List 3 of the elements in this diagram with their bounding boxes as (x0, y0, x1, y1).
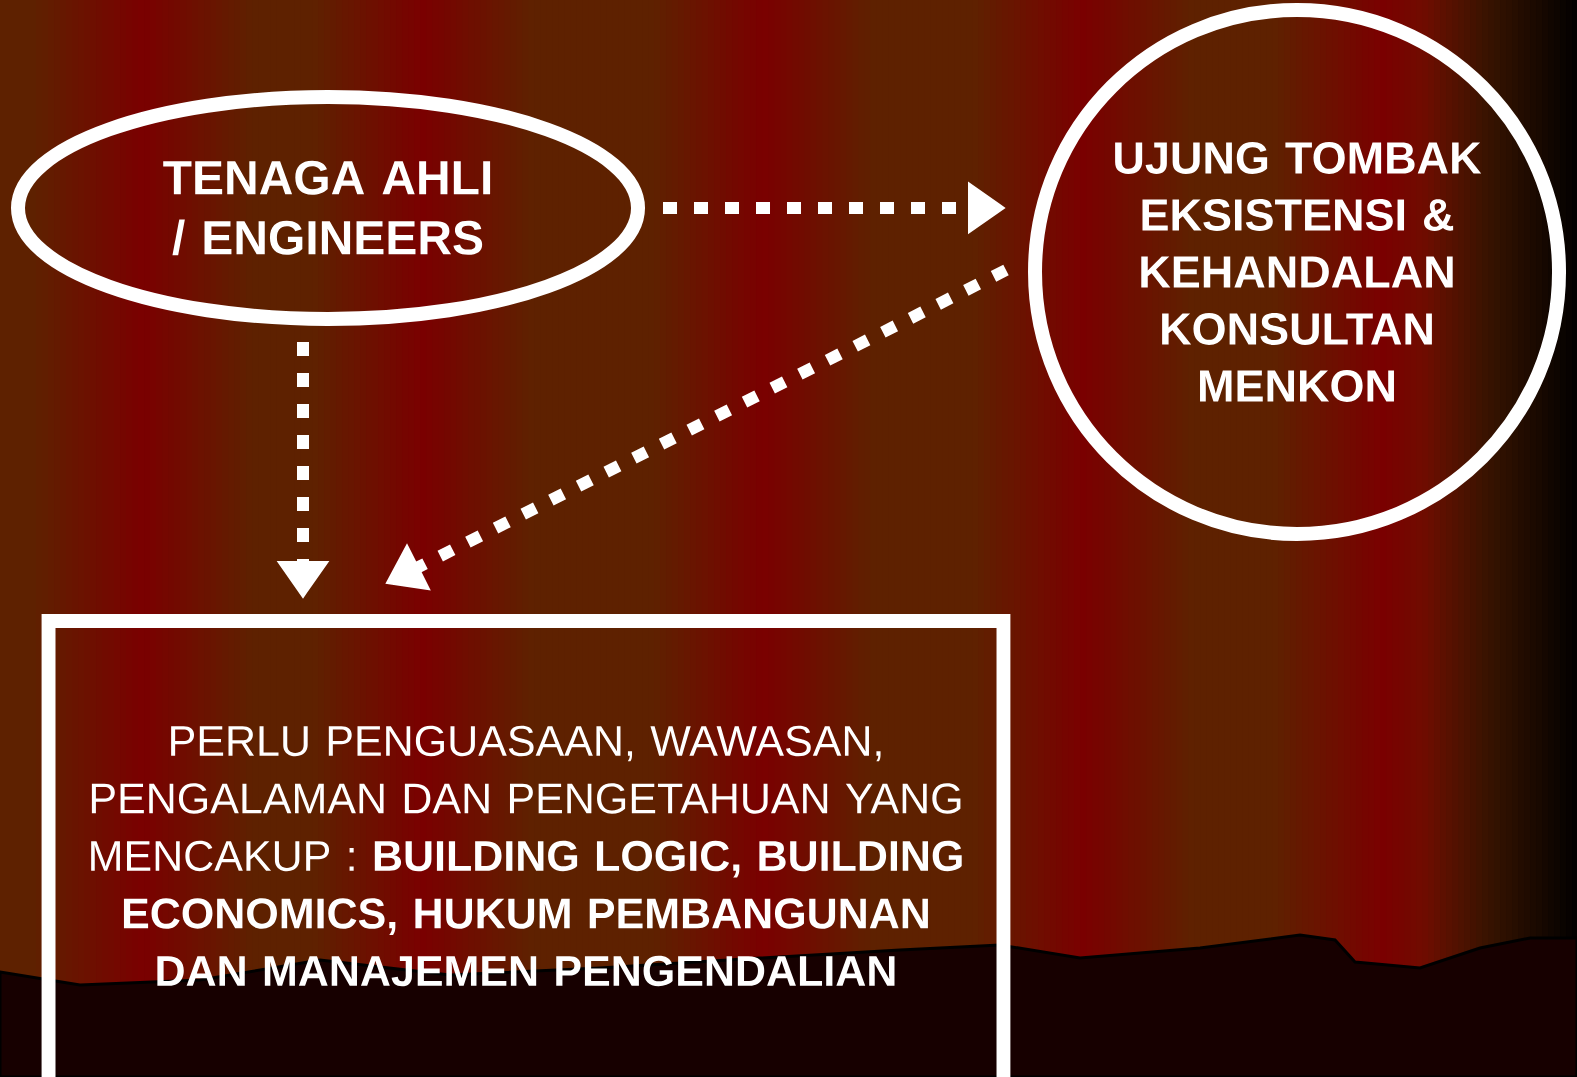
text-box: PERLU PENGUASAAN, WAWASAN, PENGALAMAN DAN PENGETAHUAN YANG MENCAKUP : BUILDING LOGIC, BUILDING ECONOMICS, HUKUM PEMBANGUNAN DAN MANAJEMEN PENGENDALIAN (41, 614, 1011, 1077)
ellipse-node: TENAGA AHLI / ENGINEERS (11, 90, 645, 326)
circle-node: UJUNG TOMBAK EKSISTENSI & KEHANDALAN KONSULTAN MENKON (1028, 3, 1566, 541)
